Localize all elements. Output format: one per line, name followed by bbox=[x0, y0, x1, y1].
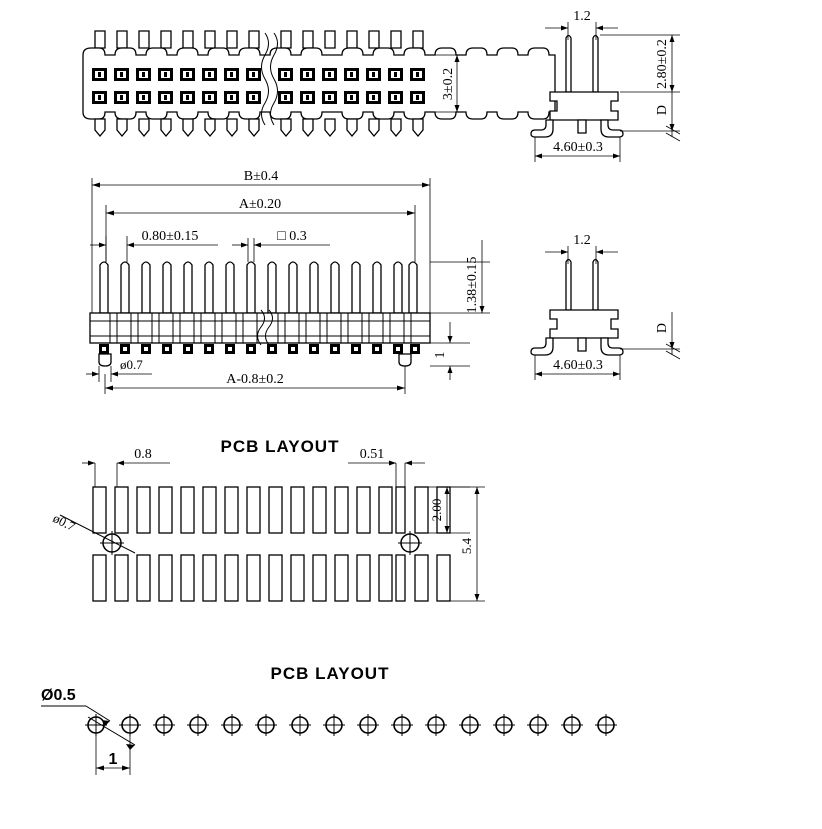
dim-pad-pitch: 0.8 bbox=[82, 447, 170, 488]
through-hole bbox=[357, 714, 379, 736]
connector-body-outline bbox=[82, 47, 556, 120]
through-hole bbox=[459, 714, 481, 736]
through-hole bbox=[119, 714, 141, 736]
break-symbol-front-view bbox=[257, 309, 265, 346]
through-hole bbox=[289, 714, 311, 736]
dim-hole-diameter: Ø0.5 bbox=[41, 687, 111, 726]
view-pcb-layout-holes: PCB LAYOUT Ø0.5 bbox=[41, 664, 617, 775]
through-hole bbox=[527, 714, 549, 736]
dim-label-tail-length: 1 bbox=[433, 352, 448, 359]
dim-label-pad-width: 0.51 bbox=[360, 447, 385, 462]
view-side-upper: 1.2 2.80±0.2 D 4.60±0.3 bbox=[530, 9, 681, 162]
dim-label-hole-pitch: 1 bbox=[109, 751, 118, 768]
dim-overall-length-b: B±0.4 bbox=[91, 169, 431, 330]
view-double-row-top: 3±0.2 bbox=[82, 30, 556, 138]
break-symbol-top-view bbox=[261, 32, 269, 126]
front-insulator-body bbox=[89, 312, 431, 344]
through-hole bbox=[595, 714, 617, 736]
through-hole bbox=[493, 714, 515, 736]
through-hole bbox=[153, 714, 175, 736]
dim-label-pad-pitch: 0.8 bbox=[134, 447, 152, 462]
dim-hole-span: A-0.8±0.2 bbox=[104, 366, 406, 394]
contact-square-array bbox=[92, 68, 425, 104]
through-hole bbox=[221, 714, 243, 736]
through-hole bbox=[85, 714, 107, 736]
dim-depth-lower: D bbox=[620, 312, 681, 360]
dim-body-height: 3±0.2 bbox=[430, 54, 463, 113]
through-hole bbox=[187, 714, 209, 736]
alignment-hole-right bbox=[398, 531, 422, 555]
dim-depth-upper: D bbox=[620, 92, 681, 142]
view-pcb-layout-pads: PCB LAYOUT 0.8 0.51 bbox=[51, 437, 485, 602]
side-body-lower bbox=[549, 309, 619, 339]
through-hole bbox=[323, 714, 345, 736]
pad-row-upper bbox=[92, 486, 451, 534]
dim-row-span: 5.4 bbox=[450, 486, 485, 602]
mounting-peg-right bbox=[398, 353, 412, 367]
dim-overall-width-lower: 4.60±0.3 bbox=[534, 355, 621, 380]
dim-overall-width-upper: 4.60±0.3 bbox=[534, 137, 621, 162]
dim-label-depth-upper: D bbox=[655, 105, 670, 115]
dim-label-width-lower: 4.60±0.3 bbox=[553, 358, 603, 373]
side-body-upper bbox=[549, 91, 619, 121]
view-single-row-front: B±0.4 A±0.20 0.80±0.15 bbox=[86, 169, 490, 394]
through-hole bbox=[255, 714, 277, 736]
dim-hole-pitch: 1 bbox=[95, 736, 131, 775]
upper-pin-group bbox=[94, 30, 424, 49]
dim-label-hole-dia: Ø0.5 bbox=[41, 687, 76, 704]
lower-tail-group bbox=[94, 118, 424, 138]
dim-label-pitch-front: 0.80±0.15 bbox=[142, 229, 199, 244]
through-hole-array bbox=[85, 714, 617, 736]
dim-pin-height-front: 1.38±0.15 bbox=[430, 240, 490, 314]
pcb-layout-title-bottom: PCB LAYOUT bbox=[271, 664, 390, 683]
mounting-peg-left bbox=[98, 353, 112, 367]
pcb-layout-title-mid: PCB LAYOUT bbox=[221, 437, 340, 456]
through-hole bbox=[425, 714, 447, 736]
dim-overall-length-a: A±0.20 bbox=[105, 197, 416, 262]
pad-row-lower bbox=[92, 554, 451, 602]
dim-label-alignment-hole: ø0.7 bbox=[51, 510, 79, 534]
dim-label-length-b: B±0.4 bbox=[244, 169, 279, 184]
dim-label-pad-length: 2.00 bbox=[429, 499, 444, 522]
dim-mounting-hole-dia: ø0.7 bbox=[86, 357, 152, 382]
through-hole bbox=[391, 714, 413, 736]
dim-label-body-height: 3±0.2 bbox=[441, 68, 456, 100]
dim-label-row-span: 5.4 bbox=[459, 537, 474, 554]
dim-pin-pitch-front: 0.80±0.15 bbox=[90, 229, 218, 262]
front-pin-group bbox=[99, 261, 418, 314]
dim-label-mounting-hole: ø0.7 bbox=[120, 357, 143, 372]
dim-pad-width: 0.51 bbox=[348, 447, 425, 490]
dim-pad-length: 2.00 bbox=[428, 486, 470, 534]
alignment-hole-left bbox=[100, 531, 124, 555]
dim-label-depth-lower: D bbox=[655, 323, 670, 333]
dim-label-pin-height-front: 1.38±0.15 bbox=[465, 257, 480, 314]
dim-label-width-upper: 4.60±0.3 bbox=[553, 140, 603, 155]
dim-pin-height-upper: 2.80±0.2 bbox=[600, 34, 680, 93]
view-side-lower: 1.2 D 4.60±0.3 bbox=[530, 233, 681, 380]
front-tail-group bbox=[99, 344, 420, 354]
through-hole bbox=[561, 714, 583, 736]
dim-pin-pitch-upper: 1.2 bbox=[545, 9, 618, 40]
dim-label-pitch-lower: 1.2 bbox=[573, 233, 591, 248]
dim-label-pin-height-upper: 2.80±0.2 bbox=[655, 39, 670, 89]
dim-label-pitch-upper: 1.2 bbox=[573, 9, 591, 24]
dim-tail-length: 1 bbox=[430, 322, 470, 380]
dim-label-length-a: A±0.20 bbox=[239, 197, 281, 212]
dim-pin-pitch-lower: 1.2 bbox=[545, 233, 618, 264]
dim-label-pin-square: □ 0.3 bbox=[277, 229, 306, 244]
dim-label-hole-span: A-0.8±0.2 bbox=[226, 372, 283, 387]
dim-pin-square: □ 0.3 bbox=[232, 229, 330, 262]
